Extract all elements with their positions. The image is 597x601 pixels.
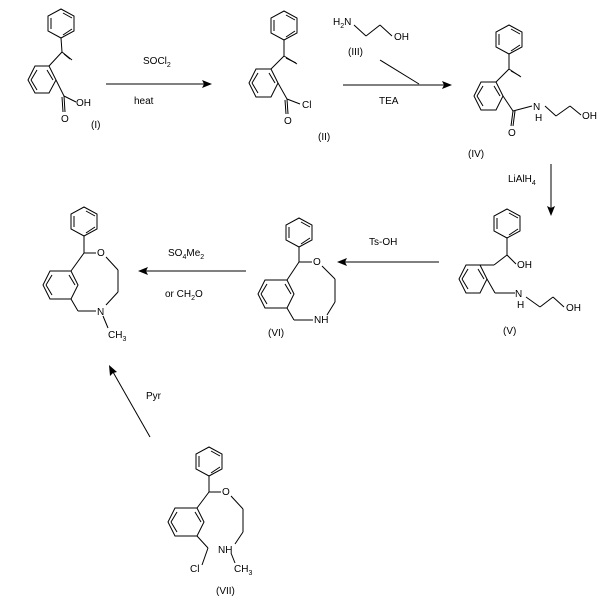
compound-label-iii: (III) (348, 47, 363, 58)
chlorine-label-vii: Cl (190, 564, 199, 575)
compound-label-iv: (IV) (468, 149, 484, 160)
reagent-socl2: SOCl2 (143, 56, 171, 69)
ring-nh-label-vi: NH (314, 315, 328, 326)
reagent-tea: TEA (379, 96, 399, 107)
compound-iii: H2N OH (III) (333, 17, 409, 58)
amine-h-label-v: H (517, 300, 524, 311)
ring-n-label-product: N (97, 307, 104, 318)
compound-label-v: (V) (503, 326, 516, 337)
ring-o-label-vi: O (313, 257, 321, 268)
compound-vii: O NH CH3 Cl (VII) (167, 446, 252, 597)
compound-ii: Cl O (II) (248, 10, 330, 143)
amine-n-label-v: N (515, 289, 522, 300)
hydroxyl-label-iv: OH (582, 111, 597, 122)
condition-heat: heat (134, 96, 154, 107)
terminal-hydroxyl-label-v: OH (566, 303, 581, 314)
hydroxyl-label-i: OH (76, 98, 91, 109)
arrow-vi-to-product: SO4Me2 or CH2O (138, 248, 246, 302)
amine-label-iii: H2N (333, 17, 351, 30)
amide-n-label-iv: N (533, 102, 540, 113)
hydroxyl-label-iii: OH (394, 32, 409, 43)
ether-o-label-vii: O (222, 487, 230, 498)
reagent-lialh4: LiAlH4 (508, 174, 536, 187)
arrow-v-to-vi: Ts-OH (337, 237, 439, 266)
compound-i: OH O (I) (27, 8, 100, 131)
n-methyl-label-vii: CH3 (234, 564, 252, 577)
arrow-ii-to-iv: TEA (343, 59, 452, 107)
reagent-tsoh: Ts-OH (369, 237, 397, 248)
reagent-pyridine: Pyr (146, 391, 162, 402)
reagent-dimethyl-sulfate: SO4Me2 (168, 248, 204, 261)
hydroxyl-label-v: OH (517, 260, 532, 271)
carbonyl-o-label-i: O (61, 114, 69, 125)
arrow-i-to-ii: SOCl2 heat (106, 56, 212, 107)
carbonyl-o-label-ii: O (284, 116, 292, 127)
compound-product: O N CH3 (42, 206, 126, 343)
compound-label-i: (I) (91, 120, 100, 131)
amide-h-label-iv: H (535, 113, 542, 124)
compound-label-vii: (VII) (216, 586, 235, 597)
reagent-formaldehyde: or CH2O (165, 289, 203, 302)
ring-o-label-product: O (97, 248, 105, 259)
compound-vi: O NH (VI) (257, 217, 336, 339)
carbonyl-o-label-iv: O (508, 128, 516, 139)
arrow-vii-to-product: Pyr (109, 365, 162, 438)
n-methyl-label-product: CH3 (108, 330, 126, 343)
chlorine-label-ii: Cl (302, 100, 311, 111)
compound-label-ii: (II) (318, 132, 330, 143)
amine-nh-label-vii: NH (218, 545, 232, 556)
compound-label-vi: (VI) (268, 328, 284, 339)
compound-iv: O N H OH (IV) (468, 24, 597, 160)
arrow-iv-to-v: LiAlH4 (508, 164, 555, 216)
compound-v: OH N H OH (V) (458, 208, 581, 337)
